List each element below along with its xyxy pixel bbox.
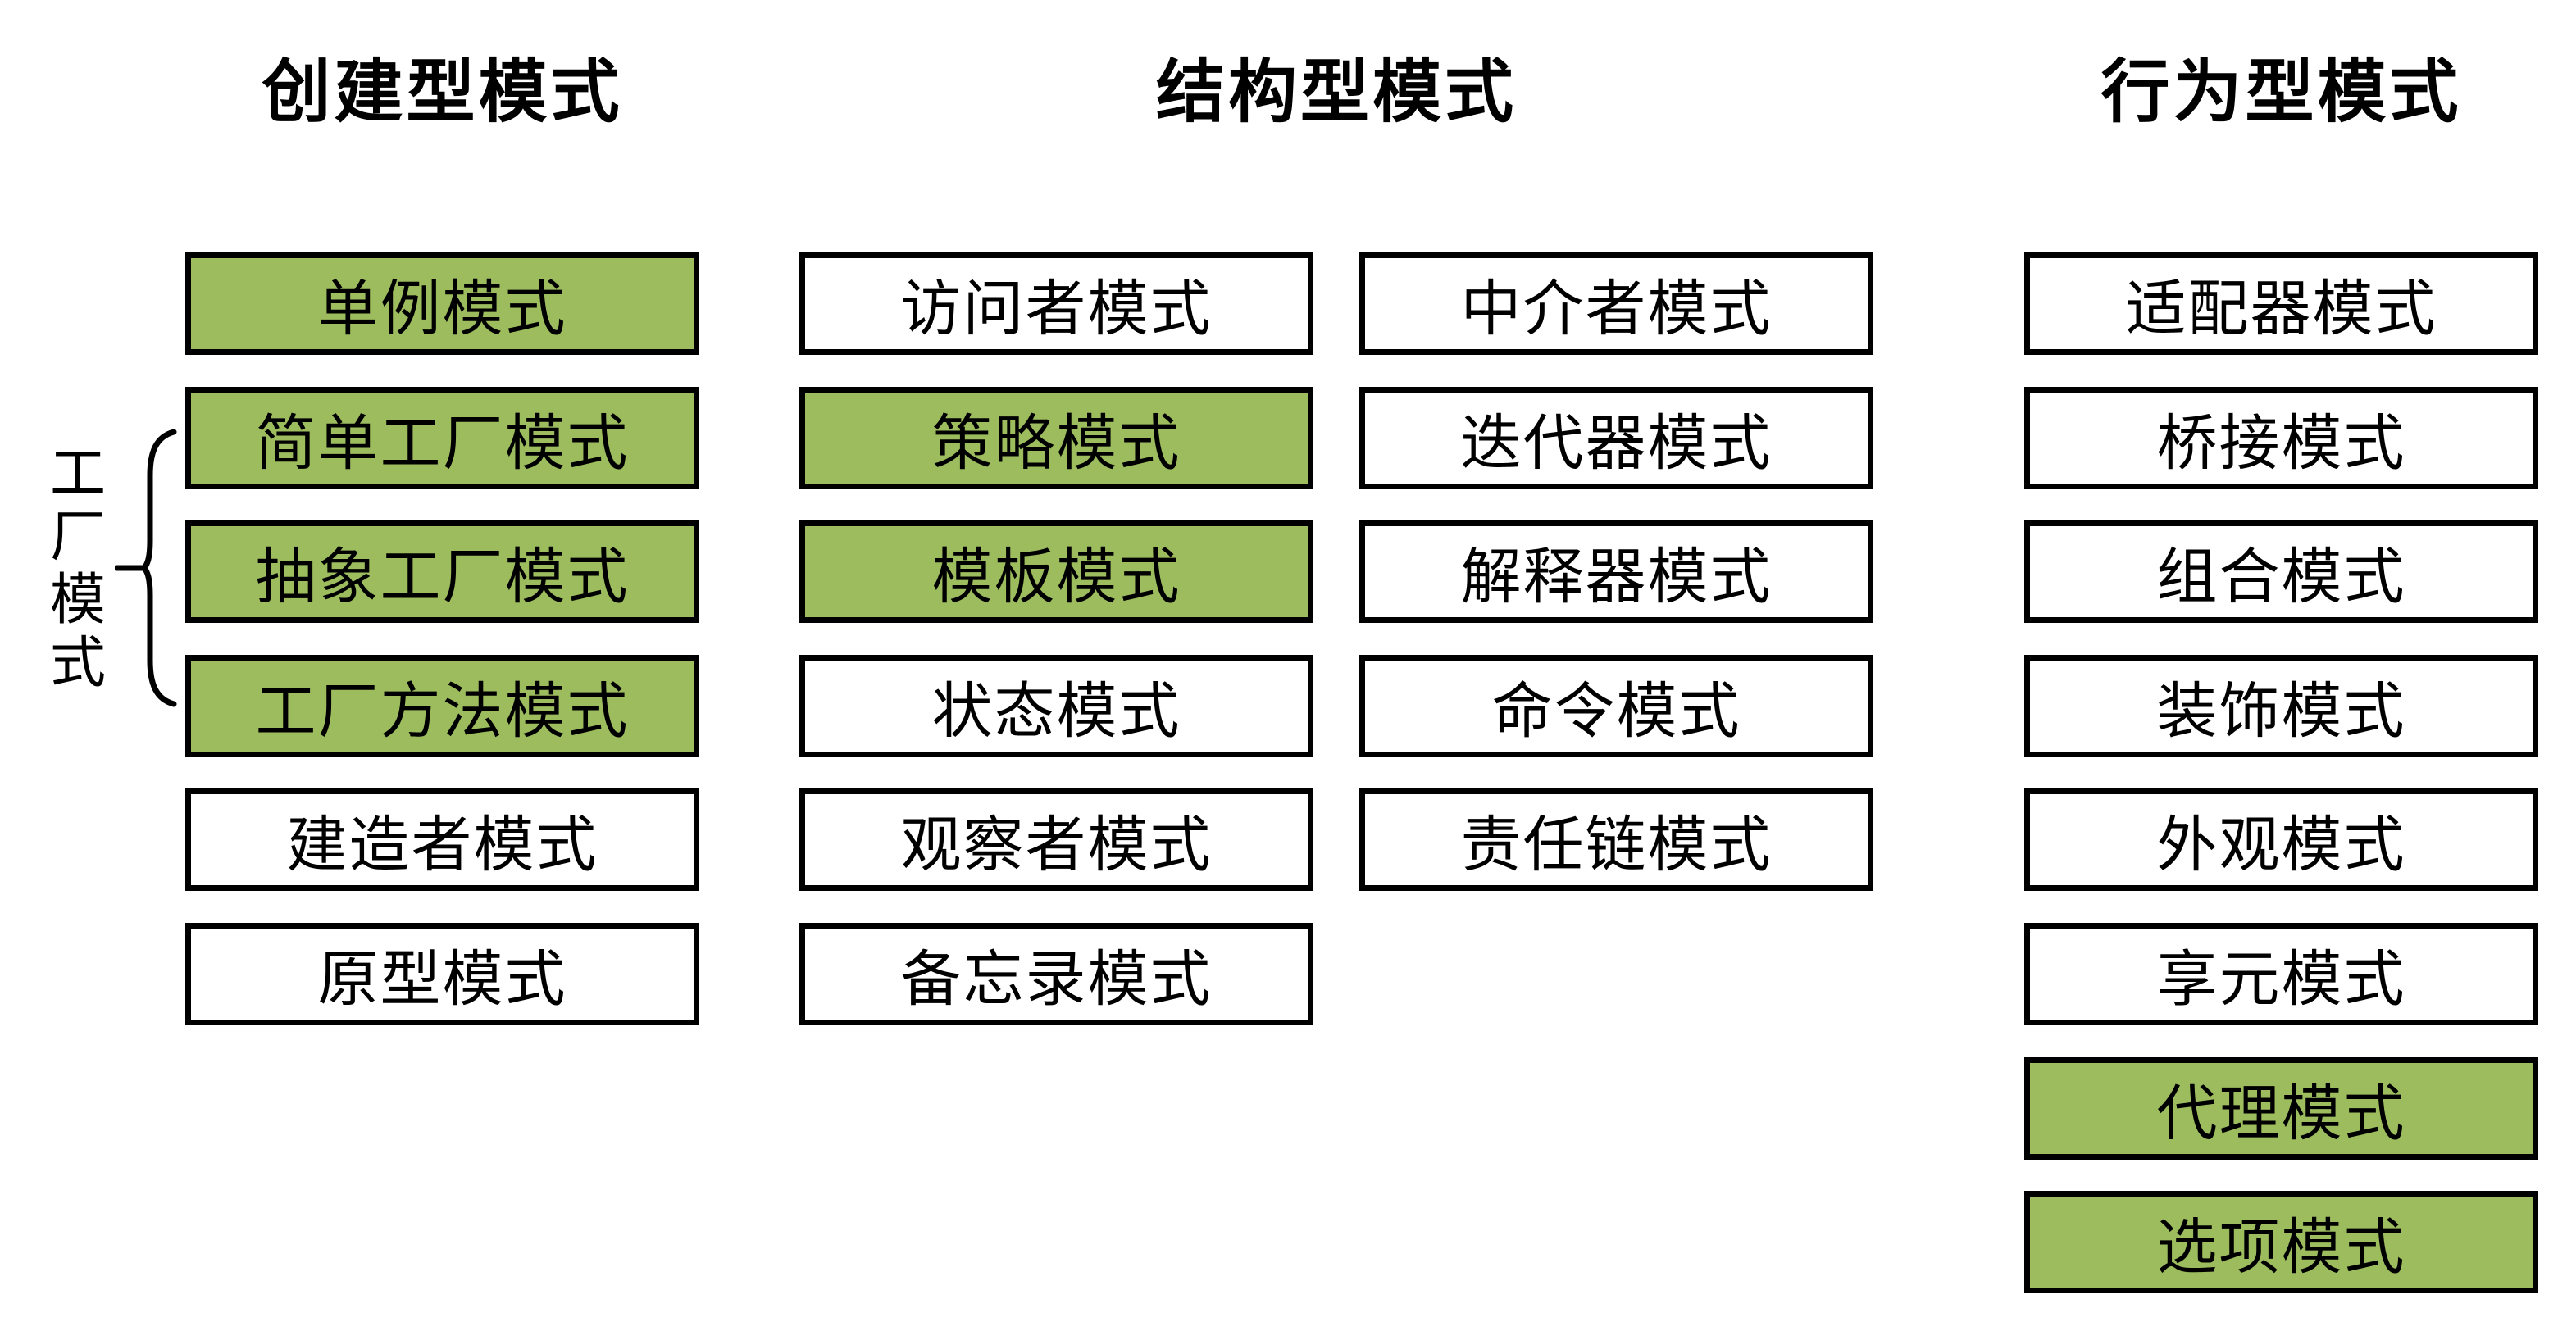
pattern-box-prototype: 原型模式 (185, 923, 699, 1025)
pattern-box-memento: 备忘录模式 (799, 923, 1313, 1025)
pattern-box-iterator: 迭代器模式 (1359, 387, 1873, 489)
factory-group-label: 工厂模式 (49, 442, 106, 696)
factory-group-brace (115, 429, 177, 707)
brace-curve (140, 429, 177, 707)
pattern-box-command: 命令模式 (1359, 655, 1873, 757)
pattern-box-option: 选项模式 (2024, 1191, 2538, 1293)
column-header-creational: 创建型模式 (262, 51, 623, 132)
pattern-box-bridge: 桥接模式 (2024, 387, 2538, 489)
pattern-box-observer: 观察者模式 (799, 788, 1313, 891)
pattern-box-state: 状态模式 (799, 655, 1313, 757)
pattern-box-abstract-factory: 抽象工厂模式 (185, 520, 699, 623)
pattern-box-strategy: 策略模式 (799, 387, 1313, 489)
pattern-box-composite: 组合模式 (2024, 520, 2538, 623)
pattern-box-mediator: 中介者模式 (1359, 252, 1873, 355)
pattern-box-flyweight: 享元模式 (2024, 923, 2538, 1025)
pattern-box-adapter: 适配器模式 (2024, 252, 2538, 355)
pattern-box-proxy: 代理模式 (2024, 1057, 2538, 1160)
pattern-box-factory-method: 工厂方法模式 (185, 655, 699, 757)
pattern-box-chain-of-responsibility: 责任链模式 (1359, 788, 1873, 891)
pattern-box-interpreter: 解释器模式 (1359, 520, 1873, 623)
pattern-box-builder: 建造者模式 (185, 788, 699, 891)
pattern-box-singleton: 单例模式 (185, 252, 699, 355)
column-header-structural: 结构型模式 (1155, 51, 1517, 132)
pattern-box-simple-factory: 简单工厂模式 (185, 387, 699, 489)
pattern-box-visitor: 访问者模式 (799, 252, 1313, 355)
column-header-behavioral: 行为型模式 (2100, 51, 2462, 132)
pattern-box-facade: 外观模式 (2024, 788, 2538, 891)
pattern-box-template: 模板模式 (799, 520, 1313, 623)
pattern-box-decorator: 装饰模式 (2024, 655, 2538, 757)
